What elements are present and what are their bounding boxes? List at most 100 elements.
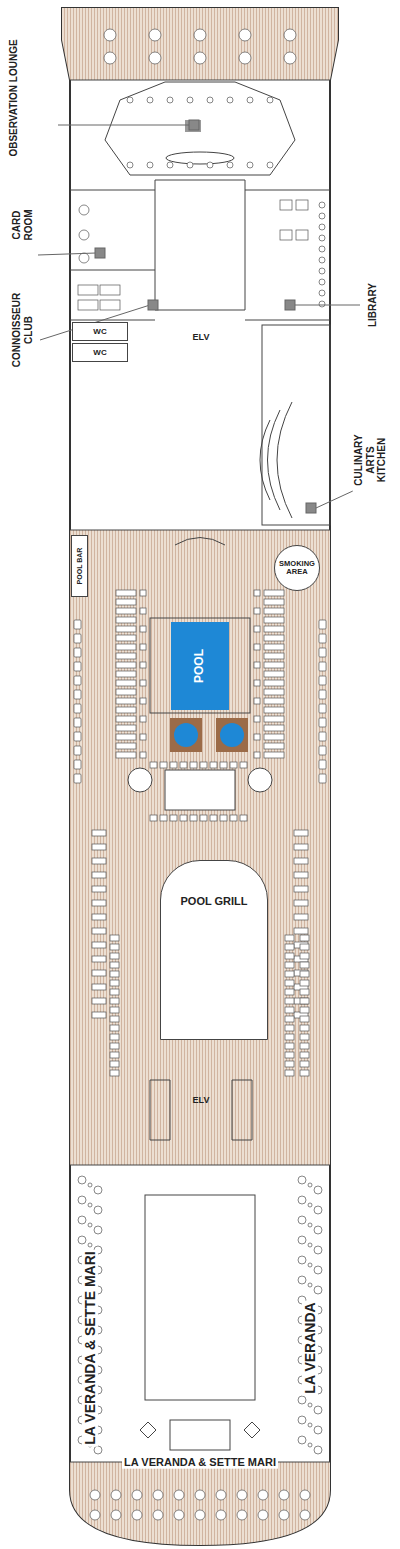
table xyxy=(167,97,173,103)
table xyxy=(308,1403,312,1407)
area-label: CONNOISSEUR CLUB xyxy=(11,288,34,372)
room-name: WC xyxy=(93,348,106,357)
deck-chair xyxy=(319,690,326,699)
table xyxy=(314,1406,322,1414)
table xyxy=(319,279,325,285)
deck-chair xyxy=(294,900,308,906)
deck-room: SMOKING AREA xyxy=(274,545,320,591)
deck-chair xyxy=(180,815,187,821)
deck-chair xyxy=(100,300,120,310)
deck-chair xyxy=(264,644,284,650)
deck-chair xyxy=(319,718,326,727)
deck-chair xyxy=(74,648,81,657)
table xyxy=(314,1186,322,1194)
deck-chair xyxy=(74,718,81,727)
deck-chair xyxy=(160,815,167,821)
table xyxy=(78,1236,86,1244)
deck-chair xyxy=(264,653,284,659)
table xyxy=(194,29,206,41)
deck-chair xyxy=(92,872,106,878)
table xyxy=(227,162,233,168)
deck-chair xyxy=(116,653,136,659)
table xyxy=(319,268,325,274)
deck-chair xyxy=(92,970,106,976)
deck-chair xyxy=(319,620,326,629)
deck-chair xyxy=(254,752,260,758)
deck-chair xyxy=(116,617,136,623)
deck-chair xyxy=(140,590,146,596)
room-name: ELV xyxy=(193,1096,210,1106)
deck-chair xyxy=(190,762,197,768)
table xyxy=(247,162,253,168)
deck-chair xyxy=(110,1016,119,1022)
deck-chair xyxy=(100,285,120,295)
table xyxy=(104,29,116,41)
deck-chair xyxy=(264,743,284,749)
deck-chair xyxy=(78,300,98,310)
deck-chair xyxy=(110,953,119,959)
table xyxy=(94,1206,102,1214)
deck-chair xyxy=(110,980,119,986)
deck-chair xyxy=(74,760,81,769)
deck-chair xyxy=(264,716,284,722)
deck-chair xyxy=(285,1025,294,1031)
deck-chair xyxy=(110,989,119,995)
deck-room: POOL xyxy=(171,622,229,710)
table xyxy=(132,1490,142,1500)
deck-chair xyxy=(140,734,146,740)
deck-chair xyxy=(285,1070,294,1076)
deck-chair xyxy=(140,680,146,686)
deck-chair xyxy=(116,734,136,740)
deck-chair xyxy=(92,984,106,990)
deck-chair xyxy=(319,634,326,643)
table xyxy=(132,1510,142,1520)
deck-chair xyxy=(285,971,294,977)
deck-chair xyxy=(285,989,294,995)
table xyxy=(258,1490,268,1500)
deck-chair xyxy=(110,944,119,950)
table xyxy=(279,1510,289,1520)
table xyxy=(308,1263,312,1267)
table xyxy=(207,162,213,168)
deck-chair xyxy=(200,815,207,821)
table xyxy=(227,97,233,103)
deck-chair xyxy=(294,914,308,920)
area-label: CULINARY ARTS KITCHEN xyxy=(353,423,388,497)
table xyxy=(300,1510,310,1520)
deck-chair xyxy=(254,590,260,596)
table xyxy=(314,1226,322,1234)
deck-chair xyxy=(190,815,197,821)
table xyxy=(88,1243,92,1247)
deck-furniture xyxy=(74,29,326,1520)
deck-chair xyxy=(92,1012,106,1018)
table xyxy=(216,1490,226,1500)
deck-chair xyxy=(280,230,292,240)
table xyxy=(308,1183,312,1187)
table xyxy=(298,1196,306,1204)
deck-chair xyxy=(300,935,309,941)
deck-chair xyxy=(116,662,136,668)
deck-chair xyxy=(110,962,119,968)
table xyxy=(94,1226,102,1234)
table xyxy=(79,205,89,215)
table xyxy=(298,1416,306,1424)
deck-chair xyxy=(110,1034,119,1040)
table xyxy=(319,301,325,307)
deck-chair xyxy=(285,1007,294,1013)
table xyxy=(237,1490,247,1500)
hot-tubs xyxy=(170,718,248,752)
table xyxy=(308,1423,312,1427)
deck-room: POOL BAR xyxy=(71,535,88,597)
deck-chair xyxy=(264,635,284,641)
deck-chair xyxy=(110,1043,119,1049)
deck-chair xyxy=(264,689,284,695)
deck-chair xyxy=(74,746,81,755)
table xyxy=(239,52,251,64)
deck-chair xyxy=(285,962,294,968)
deck-chair xyxy=(294,858,308,864)
table xyxy=(314,1426,322,1434)
deck-chair xyxy=(210,762,217,768)
deck-chair xyxy=(254,680,260,686)
deck-chair xyxy=(74,690,81,699)
deck-chair xyxy=(285,998,294,1004)
